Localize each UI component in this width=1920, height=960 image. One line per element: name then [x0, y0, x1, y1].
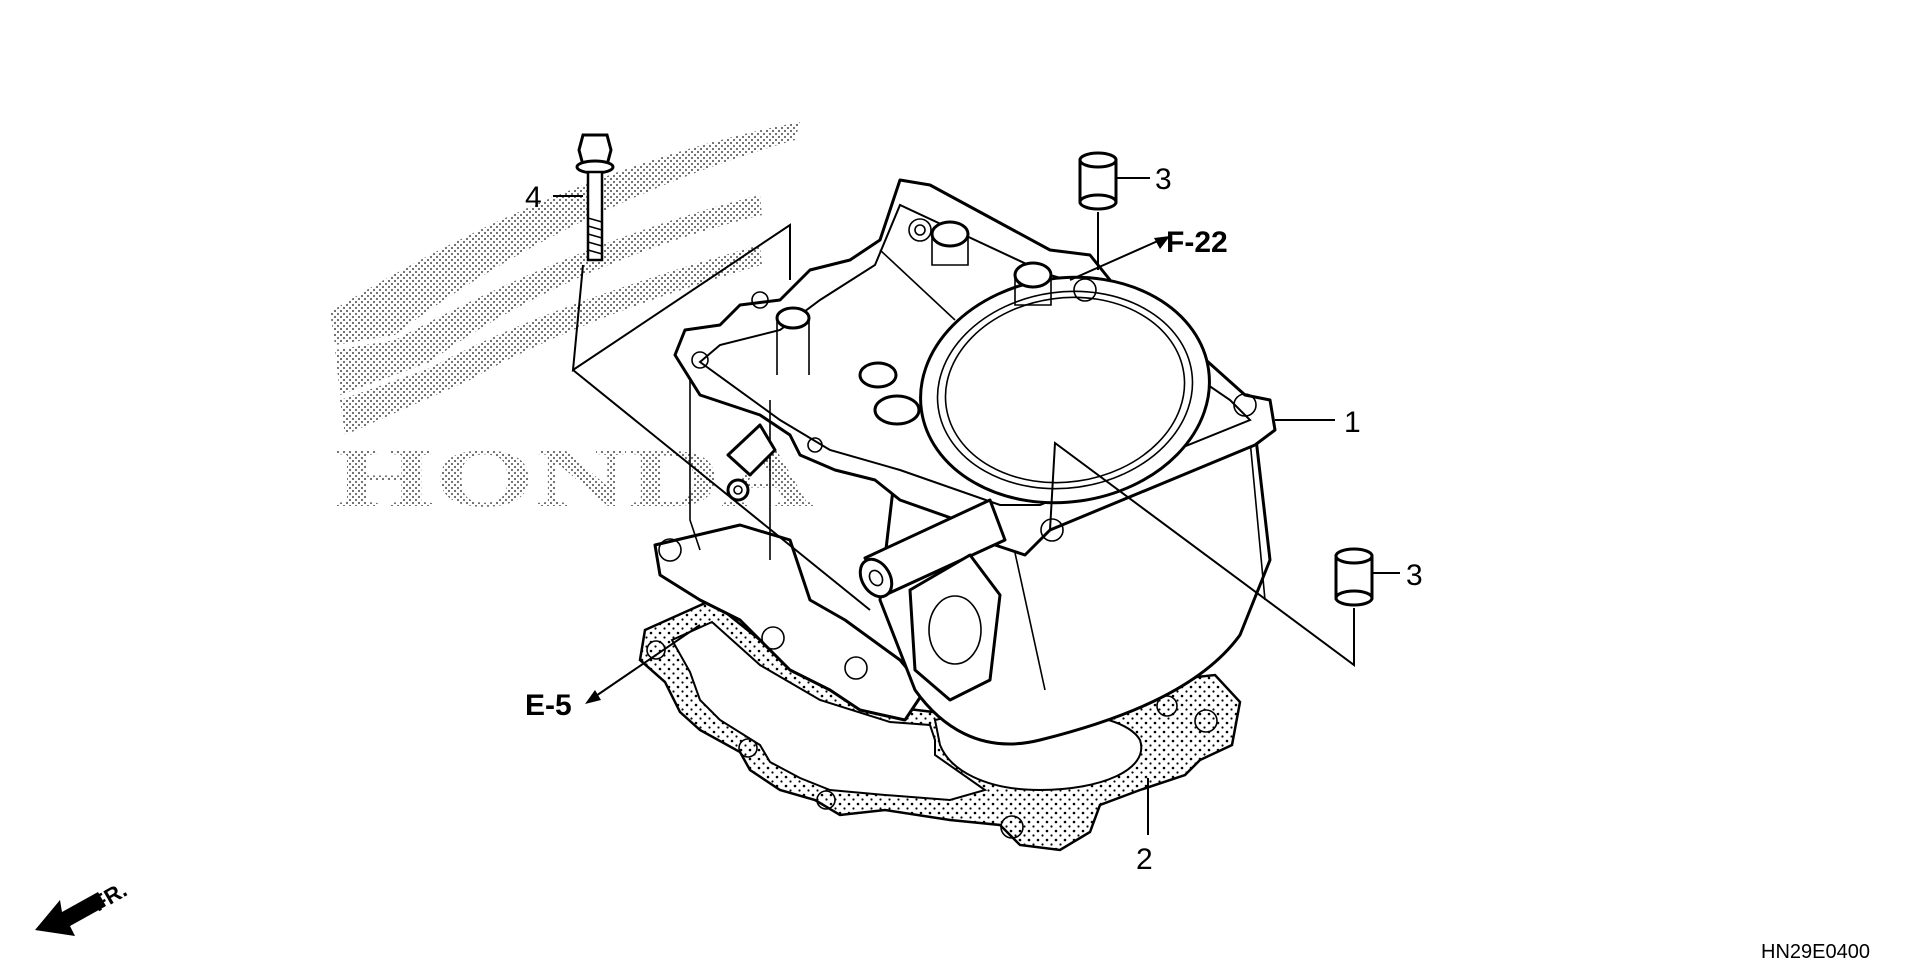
cylinder-body [653, 178, 1277, 746]
front-direction-arrow-icon [35, 892, 106, 936]
diagram-code: HN29E0400 [1761, 941, 1870, 960]
callout-3-upper: 3 [1155, 163, 1172, 196]
reference-e5: E-5 [525, 689, 572, 722]
callout-4: 4 [525, 181, 542, 214]
flange-bolt [575, 133, 615, 262]
reference-f22: F-22 [1166, 226, 1228, 259]
honda-wing-watermark [330, 122, 800, 435]
callout-3-lower: 3 [1406, 559, 1423, 592]
callout-1: 1 [1344, 406, 1361, 439]
dowel-pin-lower [1334, 547, 1374, 607]
callout-2: 2 [1136, 843, 1153, 876]
leader-lines [553, 177, 1400, 835]
dowel-pin-upper [1078, 151, 1118, 211]
arrow-f22 [1154, 236, 1170, 249]
arrow-e5 [585, 690, 601, 704]
